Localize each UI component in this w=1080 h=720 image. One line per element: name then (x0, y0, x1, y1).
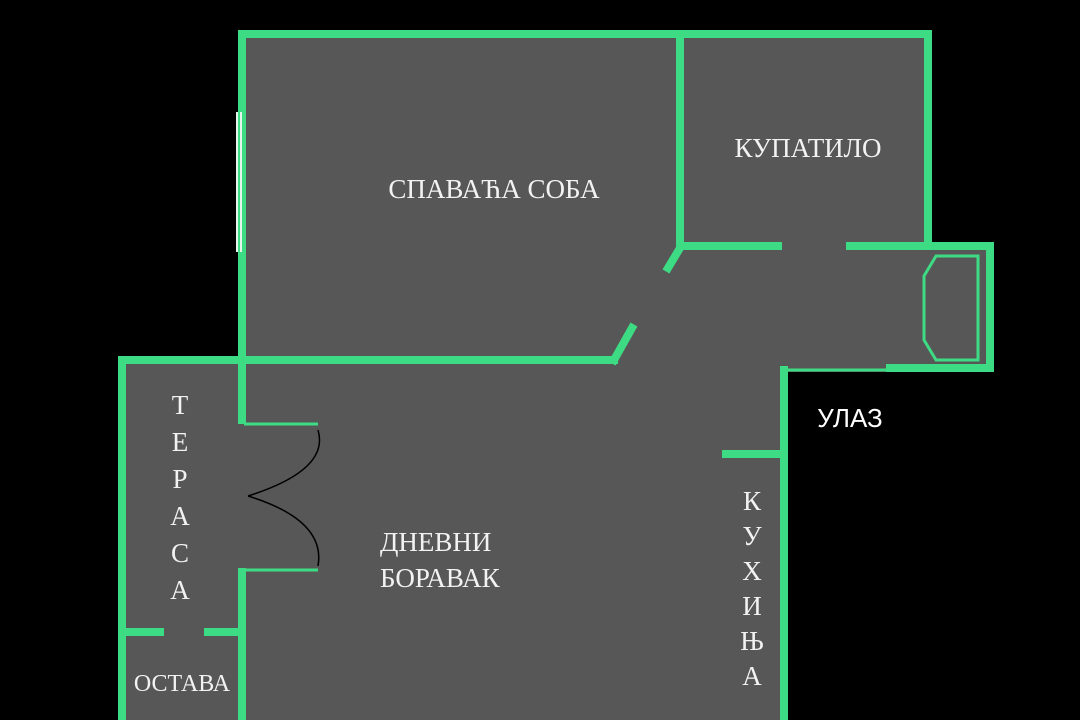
floor-hall (600, 248, 930, 372)
terrace-label-letter: А (170, 575, 190, 605)
label-bedroom: СПАВАЋА СОБА (388, 174, 600, 204)
door-arc-terrace-top (247, 429, 321, 497)
wardrobe (922, 254, 980, 362)
kitchen-label-letter: А (742, 661, 762, 691)
label-living-line1: ДНЕВНИ (380, 527, 491, 557)
bedroom-window (236, 112, 242, 252)
kitchen-label-letter: И (742, 591, 762, 621)
terrace-label-letter: Р (172, 464, 187, 494)
terrace-label-letter: С (171, 538, 189, 568)
wardrobe-outline (922, 254, 980, 362)
terrace-label-letter: А (170, 501, 190, 531)
label-storage: ОСТАВА (134, 671, 231, 697)
label-bathroom: КУПАТИЛО (734, 133, 881, 163)
label-living-line2: БОРАВАК (380, 563, 501, 593)
floor-living (240, 362, 786, 720)
label-entrance: УЛАЗ (817, 403, 882, 433)
terrace-label-letter: Е (172, 427, 189, 457)
kitchen-label-letter: Њ (740, 626, 764, 656)
kitchen-label-letter: У (742, 521, 762, 551)
doors (247, 242, 686, 567)
door-leaf-bedroom (608, 322, 638, 366)
floor-bathroom (682, 32, 930, 248)
walls (118, 30, 994, 720)
floor-terrace (120, 358, 244, 720)
door-leaf-bathroom (662, 242, 686, 274)
kitchen-label-letter: К (743, 486, 762, 516)
terrace-label-letter: Т (172, 390, 189, 420)
kitchen-label-letter: Х (742, 556, 762, 586)
floor-areas (120, 32, 990, 720)
door-arc-terrace-bottom (247, 495, 320, 567)
